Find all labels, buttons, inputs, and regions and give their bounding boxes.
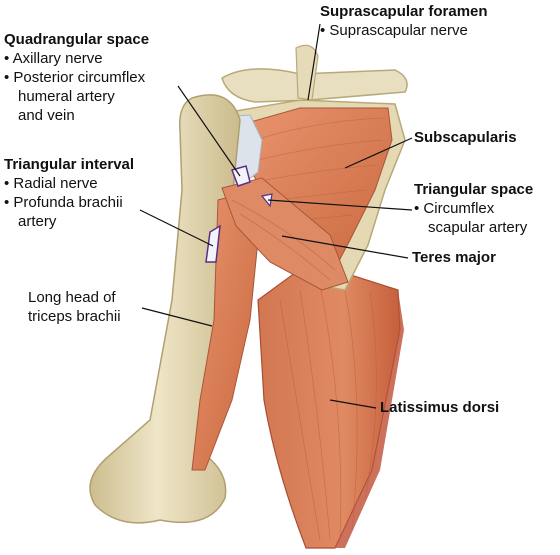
quadrangular-item-2: • Posterior circumflex <box>4 69 146 86</box>
triangular-space-item-1: • Circumflex <box>414 200 495 217</box>
label-triangular-space: Triangular space • Circumflex scapular a… <box>414 180 533 237</box>
suprascapular-foramen-title: Suprascapular foramen <box>320 3 488 20</box>
suprascapular-item-1: • Suprascapular nerve <box>320 22 468 39</box>
triangular-space-item-2: scapular artery <box>428 219 528 236</box>
long-head-line-2: triceps brachii <box>28 308 121 325</box>
label-teres-major: Teres major <box>412 249 496 266</box>
quadrangular-item-4: and vein <box>18 107 75 124</box>
label-suprascapular-foramen: Suprascapular foramen • Suprascapular ne… <box>320 2 488 40</box>
quadrangular-item-1: • Axillary nerve <box>4 50 103 67</box>
triangular-space-title: Triangular space <box>414 181 534 198</box>
label-triangular-interval: Triangular interval • Radial nerve • Pro… <box>4 155 134 231</box>
label-long-head-triceps: Long head of triceps brachii <box>28 288 121 326</box>
label-latissimus-dorsi: Latissimus dorsi <box>380 399 500 416</box>
quadrangular-space-title: Quadrangular space <box>4 31 150 48</box>
quadrangular-item-3: humeral artery <box>18 88 115 105</box>
teres-major-fibers <box>231 199 336 281</box>
latissimus-dorsi-muscle <box>257 261 401 549</box>
leader-lines <box>139 23 413 409</box>
triangular-interval-item-2: • Profunda brachii <box>4 194 123 211</box>
long-head-line-1: Long head of <box>28 289 116 306</box>
teres-major-muscle <box>221 177 349 291</box>
subscapularis-fibers <box>254 117 386 223</box>
label-quadrangular-space: Quadrangular space • Axillary nerve • Po… <box>4 30 149 125</box>
label-subscapularis: Subscapularis <box>414 129 517 146</box>
triangular-interval-item-3: artery <box>18 213 57 230</box>
triangular-interval-item-1: • Radial nerve <box>4 175 98 192</box>
triangular-interval-title: Triangular interval <box>4 156 135 173</box>
triangular-interval-vessels <box>205 224 221 263</box>
coracoid-bone <box>295 44 319 101</box>
